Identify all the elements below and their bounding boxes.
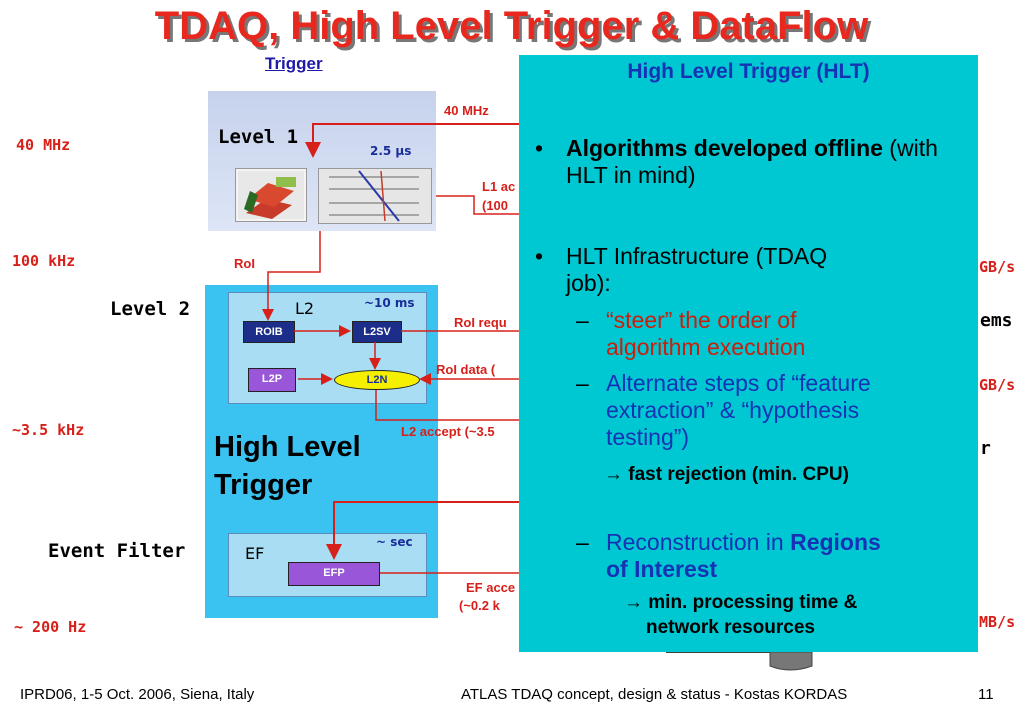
bullet-2-line2: job):	[566, 270, 611, 296]
muon-image	[318, 168, 432, 224]
trigger-link[interactable]: Trigger	[265, 54, 323, 73]
bullet-2-line1: HLT Infrastructure (TDAQ	[566, 243, 828, 269]
footer-center: ATLAS TDAQ concept, design & status - Ko…	[461, 686, 848, 703]
min-proc-line1: min. processing time &	[648, 592, 858, 613]
arrow-label-roi-request: RoI requ	[454, 315, 507, 330]
arrow-label-roi-data: RoI data (	[436, 362, 496, 377]
hlt-label-line1: High Level	[214, 431, 361, 463]
roib-node: ROIB	[243, 321, 295, 343]
sub-2-marker: –	[576, 370, 589, 396]
sub-3-text: Reconstruction in	[606, 529, 791, 555]
arrow-label-ef-accept: EF acce	[466, 580, 516, 595]
arrow-label-roi: RoI	[234, 256, 255, 271]
rate-100khz: 100 kHz	[12, 252, 76, 270]
arrow-label-l2-accept: L2 accept (~3.5	[401, 424, 495, 439]
arrow-label-40mhz: 40 MHz	[444, 103, 489, 118]
fast-rejection-text: fast rejection (min. CPU)	[628, 464, 849, 485]
bullet-2-marker: •	[535, 243, 544, 269]
bullet-2: HLT Infrastructure (TDAQ job):	[566, 243, 966, 297]
hlt-panel-title: High Level Trigger (HLT)	[627, 60, 870, 83]
hlt-info-panel	[519, 55, 978, 652]
muon-graphic	[319, 169, 431, 223]
bullet-1: Algorithms developed offline (with HLT i…	[566, 135, 966, 189]
l2-latency: ~10 ms	[364, 296, 415, 310]
event-filter-label: Event Filter	[48, 540, 186, 562]
arrow-label-l1-accept-rate: (100	[482, 198, 509, 213]
sub-2-line1: Alternate steps of “feature	[606, 370, 871, 396]
page-title: TDAQ, High Level Trigger & DataFlow	[154, 4, 869, 48]
sub-2-line3: testing”)	[606, 424, 690, 450]
sub-3-bold2: of Interest	[606, 556, 718, 582]
bullet-1-marker: •	[535, 135, 544, 161]
arrow-label-ef-accept-rate: (~0.2 k	[459, 598, 500, 613]
hlt-label: High Level Trigger	[214, 428, 361, 504]
bullet-1-rest: (with HLT in mind)	[566, 135, 938, 188]
arrow-label-l1-accept: L1 ac	[482, 179, 516, 194]
sub-1-line1: “steer” the order of	[606, 307, 797, 333]
rate-200hz: ~ 200 Hz	[14, 618, 87, 636]
fast-rejection: → fast rejection (min. CPU)	[604, 464, 849, 486]
sub-bullet-roi: Reconstruction in Regions of Interest	[606, 529, 966, 583]
sub-1-line2: algorithm execution	[606, 334, 806, 360]
rate-40mhz: 40 MHz	[16, 136, 71, 154]
hlt-label-line2: Trigger	[214, 469, 313, 501]
level1-label: Level 1	[218, 126, 299, 148]
page-number: 11	[978, 686, 994, 703]
ef-latency: ~ sec	[376, 535, 413, 549]
ef-label: EF	[245, 544, 265, 563]
calorimeter-image	[235, 168, 307, 222]
level1-latency: 2.5 μs	[370, 144, 412, 158]
fragment-gbs-1: GB/s	[979, 258, 1016, 276]
l2sv-node: L2SV	[352, 321, 402, 343]
min-proc-line2: network resources	[646, 617, 815, 638]
level2-label: Level 2	[110, 298, 191, 320]
arrow-right-icon: →	[624, 592, 649, 613]
fragment-r: r	[980, 438, 991, 459]
sub-3-marker: –	[576, 529, 589, 555]
sub-3-bold1: Regions	[790, 529, 881, 555]
sub-bullet-alternate: Alternate steps of “feature extraction” …	[606, 370, 871, 451]
footer-left: IPRD06, 1-5 Oct. 2006, Siena, Italy	[20, 686, 255, 703]
fragment-mbs: MB/s	[979, 613, 1016, 631]
l2-label: L2	[295, 299, 315, 318]
arrow-right-icon: →	[604, 464, 629, 485]
fragment-gbs-2: GB/s	[979, 376, 1016, 394]
rate-3-5khz: ~3.5 kHz	[12, 421, 85, 439]
sub-2-line2: extraction” & “hypothesis	[606, 397, 860, 423]
fragment-ems: ems	[980, 310, 1013, 331]
sub-bullet-steer: “steer” the order of algorithm execution	[606, 307, 805, 361]
l2p-node: L2P	[248, 368, 296, 392]
calorimeter-graphic	[238, 171, 304, 219]
efp-node: EFP	[288, 562, 380, 586]
sub-1-marker: –	[576, 307, 589, 333]
bullet-1-bold: Algorithms developed offline	[566, 135, 883, 161]
min-processing: → min. processing time & network resourc…	[624, 590, 857, 640]
